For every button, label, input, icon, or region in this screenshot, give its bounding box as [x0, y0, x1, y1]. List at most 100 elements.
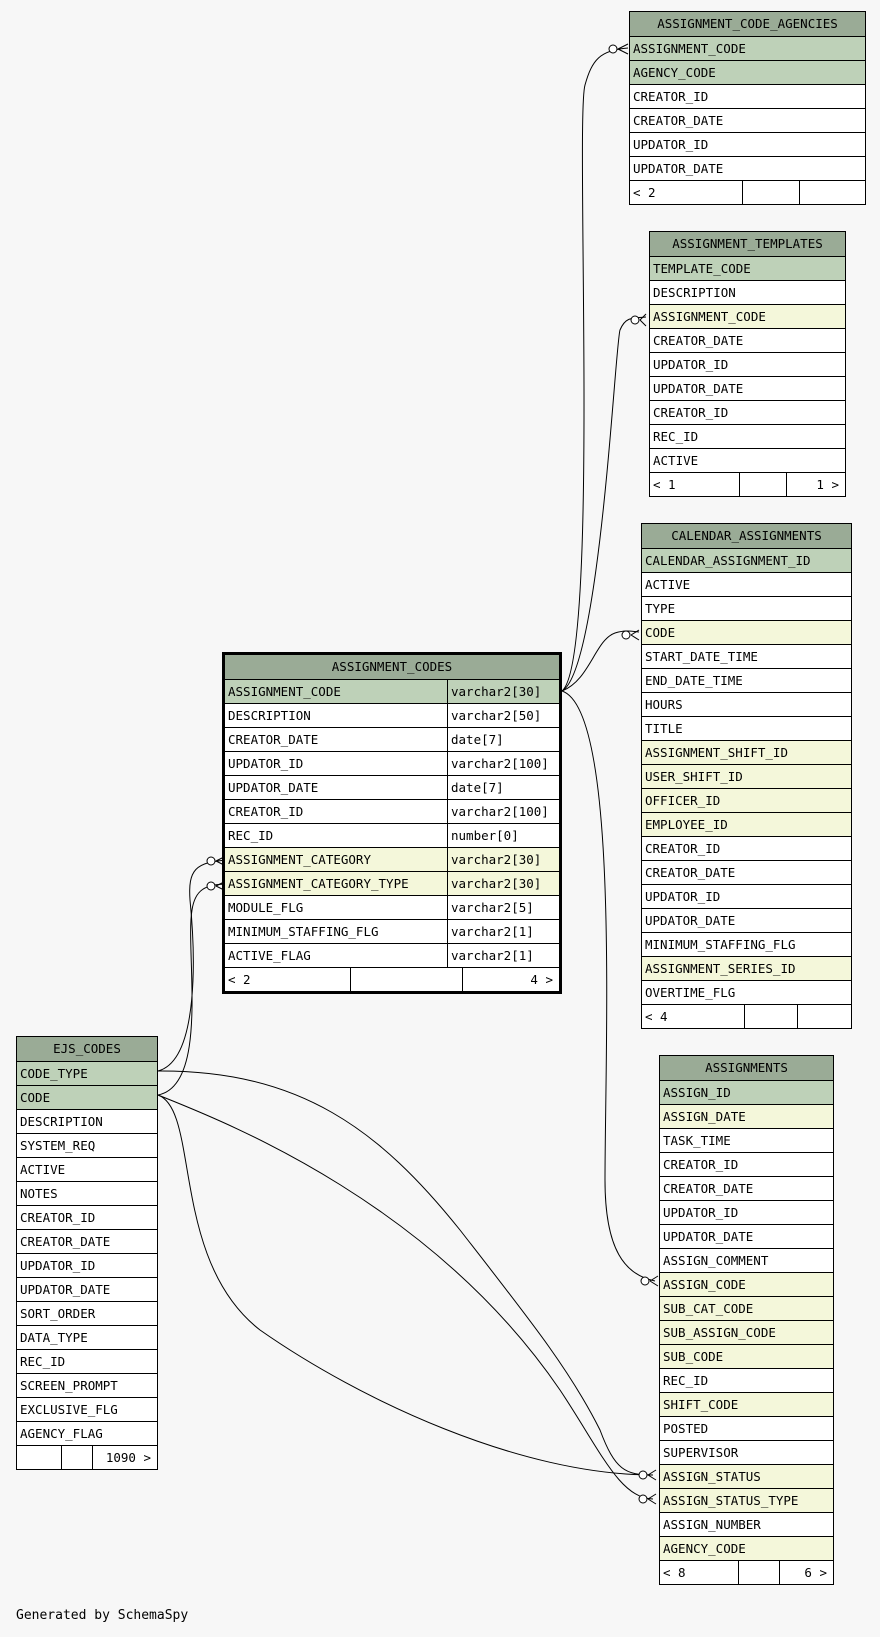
- table-row[interactable]: ACTIVE: [17, 1157, 157, 1181]
- table-row[interactable]: UPDATOR_DATE: [650, 376, 845, 400]
- table-row[interactable]: CREATOR_ID: [630, 84, 865, 108]
- footer-left[interactable]: < 1: [653, 477, 676, 492]
- table-row[interactable]: CODE_TYPE: [17, 1061, 157, 1085]
- table-row[interactable]: SHIFT_CODE: [660, 1392, 833, 1416]
- table-row[interactable]: CREATOR_DATE: [17, 1229, 157, 1253]
- table-row[interactable]: CALENDAR_ASSIGNMENT_ID: [642, 548, 851, 572]
- table-row[interactable]: UPDATOR_ID: [630, 132, 865, 156]
- table-row[interactable]: UPDATOR_DATE: [17, 1277, 157, 1301]
- table-row[interactable]: ASSIGN_STATUS: [660, 1464, 833, 1488]
- table-row[interactable]: AGENCY_FLAG: [17, 1421, 157, 1445]
- table-row[interactable]: SORT_ORDER: [17, 1301, 157, 1325]
- footer-mid[interactable]: [739, 473, 786, 496]
- footer-mid[interactable]: [744, 1005, 797, 1028]
- table-row[interactable]: ASSIGN_NUMBER: [660, 1512, 833, 1536]
- table-row[interactable]: USER_SHIFT_ID: [642, 764, 851, 788]
- table-row[interactable]: SUB_CODE: [660, 1344, 833, 1368]
- table-row[interactable]: CREATOR_DATE: [660, 1176, 833, 1200]
- table-row[interactable]: AGENCY_CODE: [660, 1536, 833, 1560]
- table-row[interactable]: CREATOR_DATE: [650, 328, 845, 352]
- table-footer[interactable]: < 1 1 >: [650, 472, 845, 496]
- table-row[interactable]: OVERTIME_FLG: [642, 980, 851, 1004]
- table-row[interactable]: REC_ID: [660, 1368, 833, 1392]
- table-row[interactable]: ASSIGN_ID: [660, 1080, 833, 1104]
- table-row[interactable]: END_DATE_TIME: [642, 668, 851, 692]
- table-row[interactable]: CREATOR_ID: [642, 836, 851, 860]
- footer-left[interactable]: < 4: [645, 1009, 668, 1024]
- table-row[interactable]: UPDATOR_DATE: [642, 908, 851, 932]
- table-row[interactable]: TEMPLATE_CODE: [650, 256, 845, 280]
- table-row[interactable]: DESCRIPTION: [17, 1109, 157, 1133]
- table-row[interactable]: UPDATOR_ID: [17, 1253, 157, 1277]
- footer-right[interactable]: [799, 181, 865, 204]
- table-row[interactable]: SUB_CAT_CODE: [660, 1296, 833, 1320]
- table-row[interactable]: CREATOR_DATE: [630, 108, 865, 132]
- footer-mid[interactable]: [738, 1561, 779, 1584]
- table-row[interactable]: EMPLOYEE_ID: [642, 812, 851, 836]
- footer-mid[interactable]: [742, 181, 799, 204]
- table-row[interactable]: AGENCY_CODE: [630, 60, 865, 84]
- table-row[interactable]: ACTIVE: [642, 572, 851, 596]
- table-row[interactable]: HOURS: [642, 692, 851, 716]
- table-row[interactable]: UPDATOR_ID: [660, 1200, 833, 1224]
- table-row[interactable]: UPDATOR_ID: [650, 352, 845, 376]
- table-row[interactable]: UPDATOR_ID: [642, 884, 851, 908]
- table-row[interactable]: OFFICER_ID: [642, 788, 851, 812]
- table-footer[interactable]: < 4: [642, 1004, 851, 1028]
- table-row[interactable]: EXCLUSIVE_FLG: [17, 1397, 157, 1421]
- table-row[interactable]: DESCRIPTION: [650, 280, 845, 304]
- table-row[interactable]: SUB_ASSIGN_CODE: [660, 1320, 833, 1344]
- footer-left[interactable]: < 2: [633, 185, 656, 200]
- table-row[interactable]: ASSIGN_COMMENT: [660, 1248, 833, 1272]
- table-row[interactable]: NOTES: [17, 1181, 157, 1205]
- table-row[interactable]: ASSIGNMENT_SHIFT_ID: [642, 740, 851, 764]
- table-row[interactable]: UPDATOR_DATE: [660, 1224, 833, 1248]
- footer-left[interactable]: [17, 1446, 61, 1469]
- table-row[interactable]: ASSIGNMENT_CODE: [650, 304, 845, 328]
- table-row[interactable]: CODE: [642, 620, 851, 644]
- table-row[interactable]: TITLE: [642, 716, 851, 740]
- footer-mid[interactable]: [61, 1446, 92, 1469]
- table-row[interactable]: SCREEN_PROMPT: [17, 1373, 157, 1397]
- table-footer[interactable]: 1090 >: [17, 1445, 157, 1469]
- table-row[interactable]: ASSIGNMENT_SERIES_ID: [642, 956, 851, 980]
- table-row[interactable]: SUPERVISOR: [660, 1440, 833, 1464]
- table-row[interactable]: UPDATOR_DATE: [630, 156, 865, 180]
- footer-right[interactable]: 6 >: [779, 1561, 833, 1584]
- table-row[interactable]: REC_ID: [17, 1349, 157, 1373]
- table-row[interactable]: START_DATE_TIME: [642, 644, 851, 668]
- table-row[interactable]: CREATOR_ID: [660, 1152, 833, 1176]
- table-row[interactable]: ACTIVE: [650, 448, 845, 472]
- table-row[interactable]: ASSIGN_STATUS_TYPE: [660, 1488, 833, 1512]
- footer-right[interactable]: 1090 >: [92, 1446, 157, 1469]
- table-footer[interactable]: < 2: [630, 180, 865, 204]
- footer-left[interactable]: < 2: [228, 972, 251, 987]
- table-row[interactable]: CREATOR_DATE: [642, 860, 851, 884]
- footer-right[interactable]: 1 >: [786, 473, 845, 496]
- table-row[interactable]: SYSTEM_REQ: [17, 1133, 157, 1157]
- table-row[interactable]: ASSIGNMENT_CODE: [630, 36, 865, 60]
- table-row[interactable]: DATA_TYPE: [17, 1325, 157, 1349]
- table-row[interactable]: POSTED: [660, 1416, 833, 1440]
- table-row[interactable]: TYPE: [642, 596, 851, 620]
- table-row[interactable]: TASK_TIME: [660, 1128, 833, 1152]
- table-row[interactable]: ASSIGN_CODE: [660, 1272, 833, 1296]
- table-row[interactable]: ASSIGN_DATE: [660, 1104, 833, 1128]
